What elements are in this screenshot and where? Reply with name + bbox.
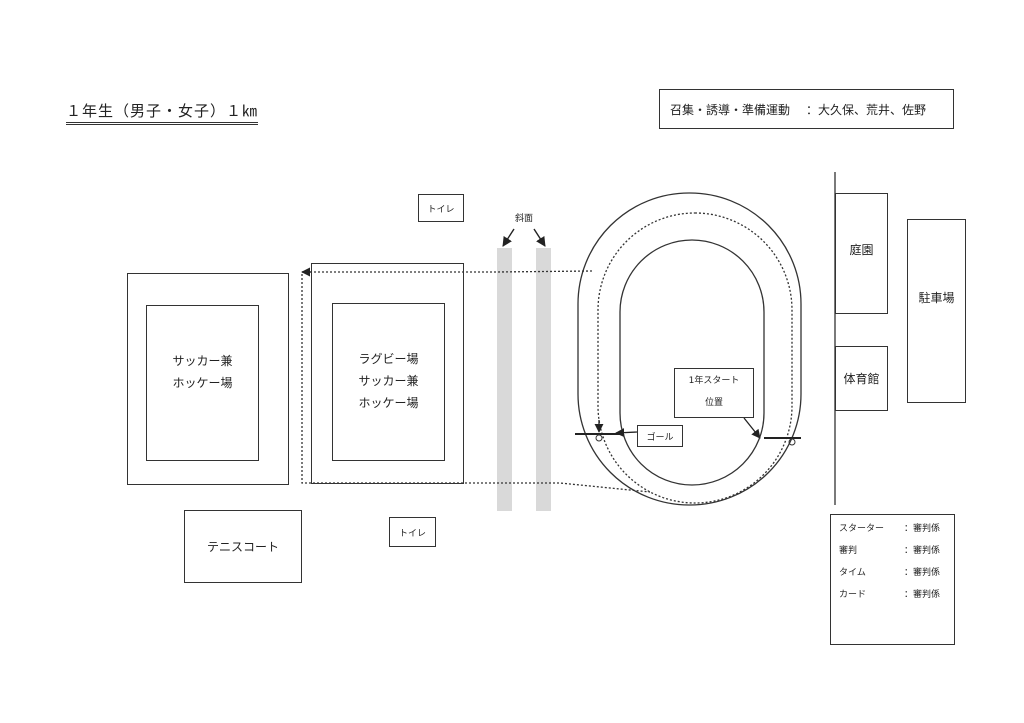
staff-label: 召集・誘導・準備運動 [670, 102, 791, 117]
gymnasium-label: 体育館 [843, 372, 880, 386]
rugby-label-1: ラグビー場 [358, 352, 419, 366]
official-staff: ：審判係 [904, 590, 941, 600]
tennis-court: テニスコート [184, 510, 302, 583]
soccer-hockey-field-outer [127, 273, 289, 485]
slope-arrow-right [533, 228, 546, 247]
official-staff: ：審判係 [904, 524, 941, 534]
garden [835, 193, 888, 314]
start-position-box [674, 368, 754, 418]
page-title: １年生（男子・女子）１㎞ [66, 100, 259, 125]
staff-names: ：大久保、荒井、佐野 [806, 102, 927, 117]
start-marker [788, 438, 796, 446]
officials-box: スターター ：審判係 審判 ：審判係 タイム ：審判係 カード ：審判係 [830, 514, 955, 645]
official-role: 審判 [839, 546, 858, 556]
rugby-field-inner [332, 303, 445, 461]
staff-info-box: 召集・誘導・準備運動 ：大久保、荒井、佐野 [659, 89, 954, 129]
official-role: タイム [839, 568, 866, 578]
rugby-field-outer [311, 263, 464, 484]
gymnasium [835, 346, 888, 411]
slope-strip-left [497, 248, 512, 511]
track-outer [577, 192, 802, 506]
official-row: スターター ：審判係 [839, 522, 954, 544]
track-inner [619, 239, 765, 486]
rugby-label-3: ホッケー場 [358, 396, 419, 410]
goal-callout-arrow [615, 428, 638, 438]
soccer-hockey-field-inner [146, 305, 259, 461]
start-label-2: 位置 [704, 398, 723, 408]
official-row: タイム ：審判係 [839, 566, 954, 588]
start-callout-arrow [743, 417, 761, 439]
official-row: カード ：審判係 [839, 588, 954, 610]
official-row: 審判 ：審判係 [839, 544, 954, 566]
goal-marker [595, 434, 603, 442]
goal-label: ゴール [646, 432, 674, 443]
official-role: スターター [839, 524, 885, 534]
official-staff: ：審判係 [904, 546, 941, 556]
start-label-1: 1年スタート [688, 376, 740, 386]
parking-lot-label: 駐車場 [918, 291, 955, 305]
toilet-top: トイレ [418, 194, 464, 222]
rugby-label-2: サッカー兼 [358, 374, 419, 388]
track-lane-dotted [597, 212, 793, 504]
soccer-hockey-label-1: サッカー兼 [172, 354, 233, 368]
soccer-hockey-label-2: ホッケー場 [172, 376, 233, 390]
slope-arrow-left [502, 228, 515, 247]
course-route [301, 270, 651, 493]
official-role: カード [839, 590, 867, 600]
garden-label: 庭園 [849, 243, 874, 257]
official-staff: ：審判係 [904, 568, 941, 578]
goal-box: ゴール [637, 425, 683, 447]
tennis-court-label: テニスコート [206, 540, 279, 554]
slope-strip-right [536, 248, 551, 511]
parking-lot [907, 219, 966, 403]
toilet-bottom: トイレ [389, 517, 436, 547]
slope-label: 斜面 [514, 214, 533, 224]
